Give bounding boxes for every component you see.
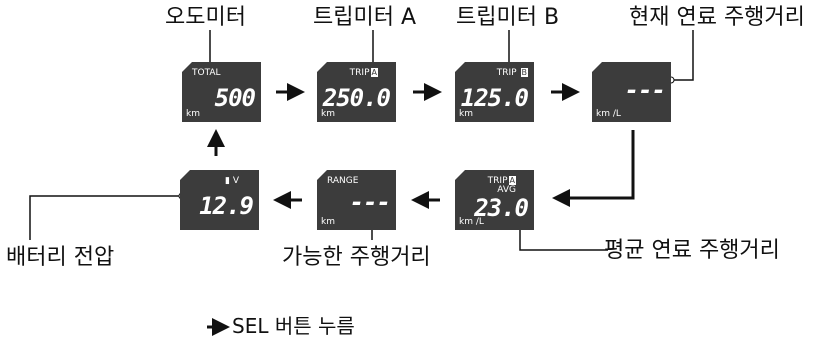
leader-battery <box>29 195 182 240</box>
panel-trip-b-unit: km <box>459 109 473 119</box>
trip-b-tag: B <box>520 68 528 77</box>
label-battery: 배터리 전압 <box>6 245 115 270</box>
panel-range-title: RANGE <box>327 176 359 186</box>
panel-odometer-title: TOTAL <box>192 68 221 78</box>
panel-odometer: TOTAL 500 km <box>182 62 261 122</box>
label-current-fuel: 현재 연료 주행거리 <box>629 5 805 30</box>
panel-range: RANGE --- km <box>317 170 396 230</box>
label-odometer: 오도미터 <box>165 5 246 30</box>
legend-text: SEL 버튼 누름 <box>232 314 355 338</box>
label-trip-a: 트립미터 A <box>313 5 417 30</box>
panel-avg-value: 23.0 <box>474 194 529 222</box>
panel-range-unit: km <box>321 217 335 227</box>
label-range: 가능한 주행거리 <box>282 245 431 270</box>
avg-tag: A <box>508 176 516 185</box>
panel-battery: ▮ V 12.9 <box>180 170 259 230</box>
label-trip-b: 트립미터 B <box>456 5 560 30</box>
trip-a-tag: A <box>370 68 378 77</box>
panel-trip-b-title: TRIP B <box>496 68 528 78</box>
panel-odometer-value: 500 <box>214 84 256 112</box>
leader-current <box>671 30 694 81</box>
leader-avg <box>519 222 608 251</box>
arrow-current-avg <box>552 130 635 207</box>
panel-current: --- km /L <box>592 62 671 122</box>
panel-trip-a-value: 250.0 <box>322 84 391 112</box>
panel-range-value: --- <box>349 188 391 216</box>
panel-avg-unit: km /L <box>459 217 484 227</box>
panel-trip-b: TRIP B 125.0 km <box>455 62 534 122</box>
panel-avg-subtitle: AVG <box>497 185 516 195</box>
panel-current-unit: km /L <box>596 109 621 119</box>
panel-battery-value: 12.9 <box>199 192 254 220</box>
panel-current-value: --- <box>624 76 666 104</box>
panel-trip-b-value: 125.0 <box>460 84 529 112</box>
label-avg-fuel: 평균 연료 주행거리 <box>604 238 780 263</box>
battery-icon: ▮ <box>225 176 230 186</box>
panel-odometer-unit: km <box>186 109 200 119</box>
panel-battery-title: ▮ V <box>225 176 239 186</box>
panel-trip-a-unit: km <box>321 109 335 119</box>
